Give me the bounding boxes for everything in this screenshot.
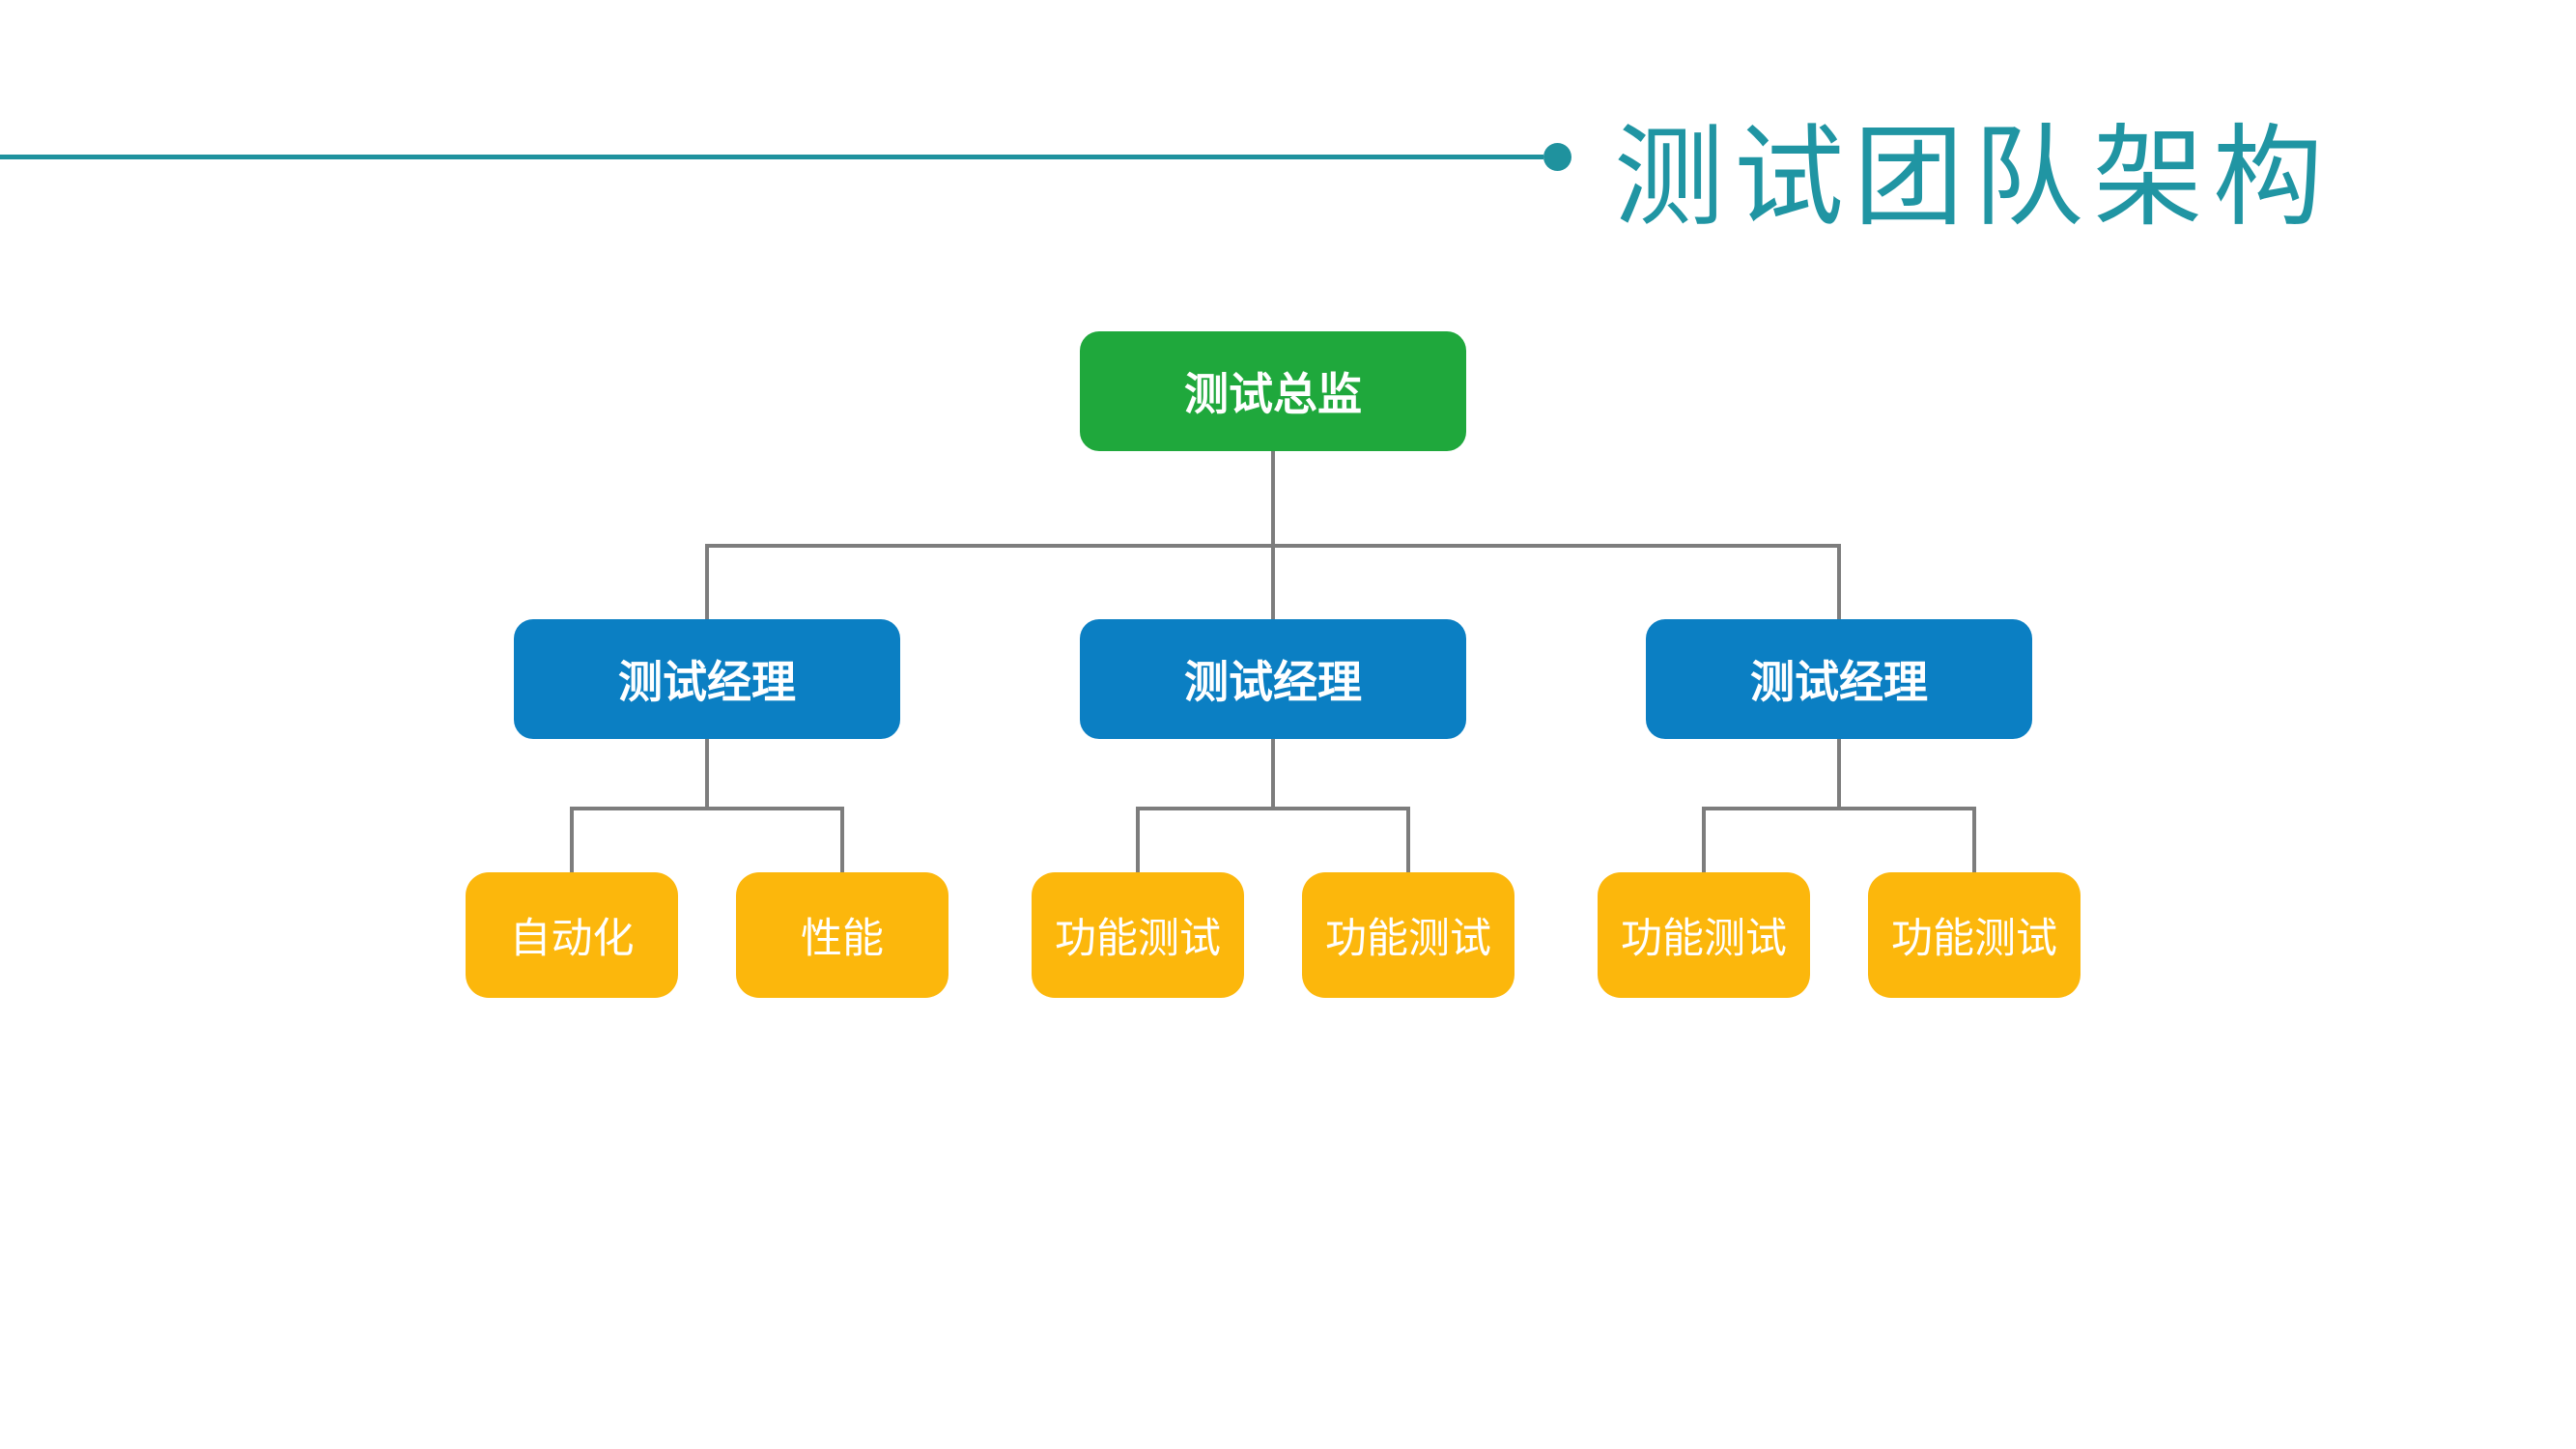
org-node-team-functional-3: 功能测试 bbox=[1598, 872, 1810, 998]
org-node-team-functional-1: 功能测试 bbox=[1032, 872, 1244, 998]
title-underline-dot bbox=[1543, 143, 1571, 171]
connector-line bbox=[570, 807, 844, 810]
org-node-label: 测试总监 bbox=[1184, 369, 1362, 419]
org-node-label: 测试经理 bbox=[1184, 657, 1362, 707]
connector-line bbox=[1406, 807, 1410, 872]
org-node-team-functional-2: 功能测试 bbox=[1302, 872, 1514, 998]
page-title: 测试团队架构 bbox=[1613, 117, 2333, 240]
connector-line bbox=[1702, 807, 1706, 872]
connector-line bbox=[1136, 807, 1410, 810]
connector-line bbox=[705, 739, 709, 809]
org-node-label: 自动化 bbox=[509, 916, 635, 962]
org-node-label: 测试经理 bbox=[1750, 657, 1928, 707]
connector-line bbox=[1271, 739, 1275, 809]
connector-line bbox=[1972, 807, 1976, 872]
org-node-label: 功能测试 bbox=[1325, 916, 1491, 962]
org-node-label: 功能测试 bbox=[1055, 916, 1221, 962]
org-node-manager-3: 测试经理 bbox=[1646, 619, 2032, 739]
connector-line bbox=[570, 807, 574, 872]
connector-line bbox=[1271, 544, 1275, 619]
connector-line bbox=[840, 807, 844, 872]
connector-line bbox=[1702, 807, 1976, 810]
connector-line bbox=[705, 544, 709, 619]
org-node-manager-1: 测试经理 bbox=[514, 619, 900, 739]
org-node-team-performance: 性能 bbox=[736, 872, 948, 998]
title-underline bbox=[0, 155, 1543, 159]
org-node-label: 功能测试 bbox=[1891, 916, 2057, 962]
connector-line bbox=[1837, 739, 1841, 809]
org-node-team-automation: 自动化 bbox=[466, 872, 678, 998]
org-node-director: 测试总监 bbox=[1080, 331, 1466, 451]
org-node-team-functional-4: 功能测试 bbox=[1868, 872, 2081, 998]
connector-line bbox=[1837, 544, 1841, 619]
org-node-label: 测试经理 bbox=[618, 657, 796, 707]
org-node-manager-2: 测试经理 bbox=[1080, 619, 1466, 739]
org-node-label: 性能 bbox=[801, 916, 884, 962]
connector-line bbox=[1271, 451, 1275, 546]
connector-line bbox=[1136, 807, 1140, 872]
org-node-label: 功能测试 bbox=[1621, 916, 1787, 962]
